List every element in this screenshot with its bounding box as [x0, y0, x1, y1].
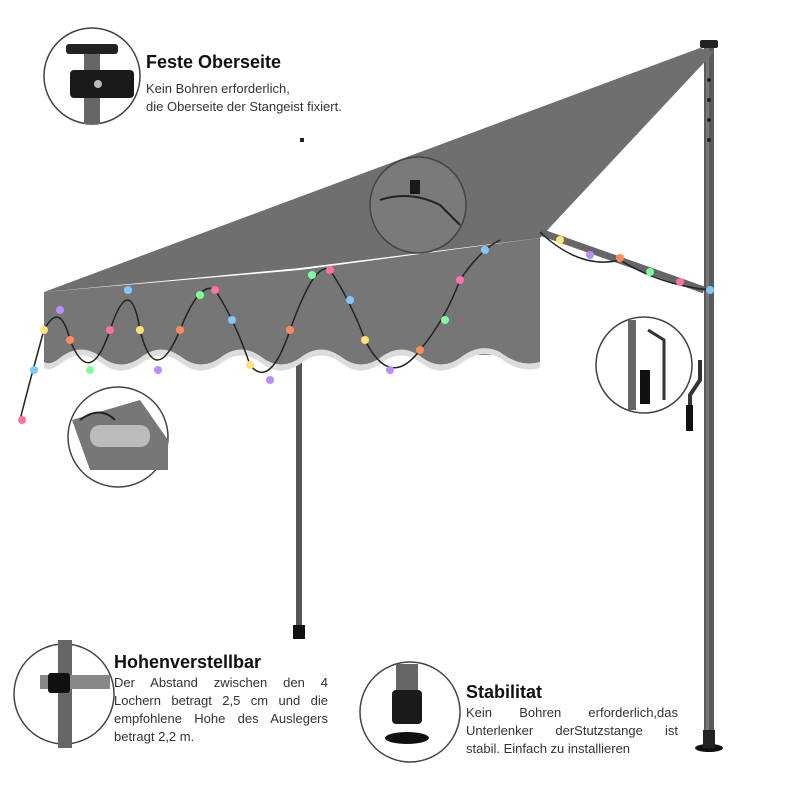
light-bulb: [106, 326, 114, 334]
light-bulb: [616, 254, 624, 262]
light-bulb: [124, 286, 132, 294]
callout-height-text: Der Abstand zwischen den 4 Lochern betra…: [114, 675, 328, 744]
detail-base-foot: [359, 661, 461, 763]
detail-arm-joint: [67, 386, 169, 488]
light-bulb: [586, 251, 594, 259]
light-bulb: [416, 346, 424, 354]
callout-height: Hohenverstellbar Der Abstand zwischen de…: [114, 652, 328, 746]
light-bulb: [246, 361, 254, 369]
light-bulb: [228, 316, 236, 324]
callout-stability-title: Stabilitat: [466, 682, 543, 702]
light-bulb: [136, 326, 144, 334]
callout-stability-text: Kein Bohren erforderlich,das Unterlenker…: [466, 705, 678, 756]
light-bulb: [676, 278, 684, 286]
light-bulb: [176, 326, 184, 334]
front-support-pole: [293, 360, 305, 639]
callout-top-line1: Kein Bohren erforderlich,: [146, 81, 290, 96]
light-bulb: [56, 306, 64, 314]
light-bulb: [154, 366, 162, 374]
right-support-pole: [686, 40, 723, 752]
detail-crank-handle: [595, 316, 693, 414]
light-bulb: [18, 416, 26, 424]
callout-top-line2: die Oberseite der Stangeist fixiert.: [146, 99, 342, 114]
light-bulb: [86, 366, 94, 374]
light-bulb: [30, 366, 38, 374]
detail-height-adjust: [13, 640, 115, 748]
light-bulb: [40, 326, 48, 334]
detail-top-bracket: [43, 27, 141, 125]
light-bulb: [266, 376, 274, 384]
light-bulb: [646, 268, 654, 276]
light-bulb: [326, 266, 334, 274]
callout-stability: Stabilitat Kein Bohren erforderlich,das …: [466, 682, 678, 758]
light-bulb: [196, 291, 204, 299]
callout-height-title: Hohenverstellbar: [114, 652, 262, 672]
light-bulb: [308, 271, 316, 279]
callout-top: Feste Oberseite Kein Bohren erforderlich…: [146, 52, 406, 116]
light-bulb: [456, 276, 464, 284]
string-lights: [18, 231, 714, 424]
light-bulb: [441, 316, 449, 324]
light-bulb: [556, 236, 564, 244]
light-bulb: [346, 296, 354, 304]
detail-canopy-hook: [369, 156, 467, 254]
light-bulb: [211, 286, 219, 294]
light-bulb: [286, 326, 294, 334]
callout-top-title: Feste Oberseite: [146, 52, 282, 72]
light-bulb: [361, 336, 369, 344]
light-bulb: [66, 336, 74, 344]
light-bulb: [706, 286, 714, 294]
light-bulb: [481, 246, 489, 254]
light-bulb: [386, 366, 394, 374]
